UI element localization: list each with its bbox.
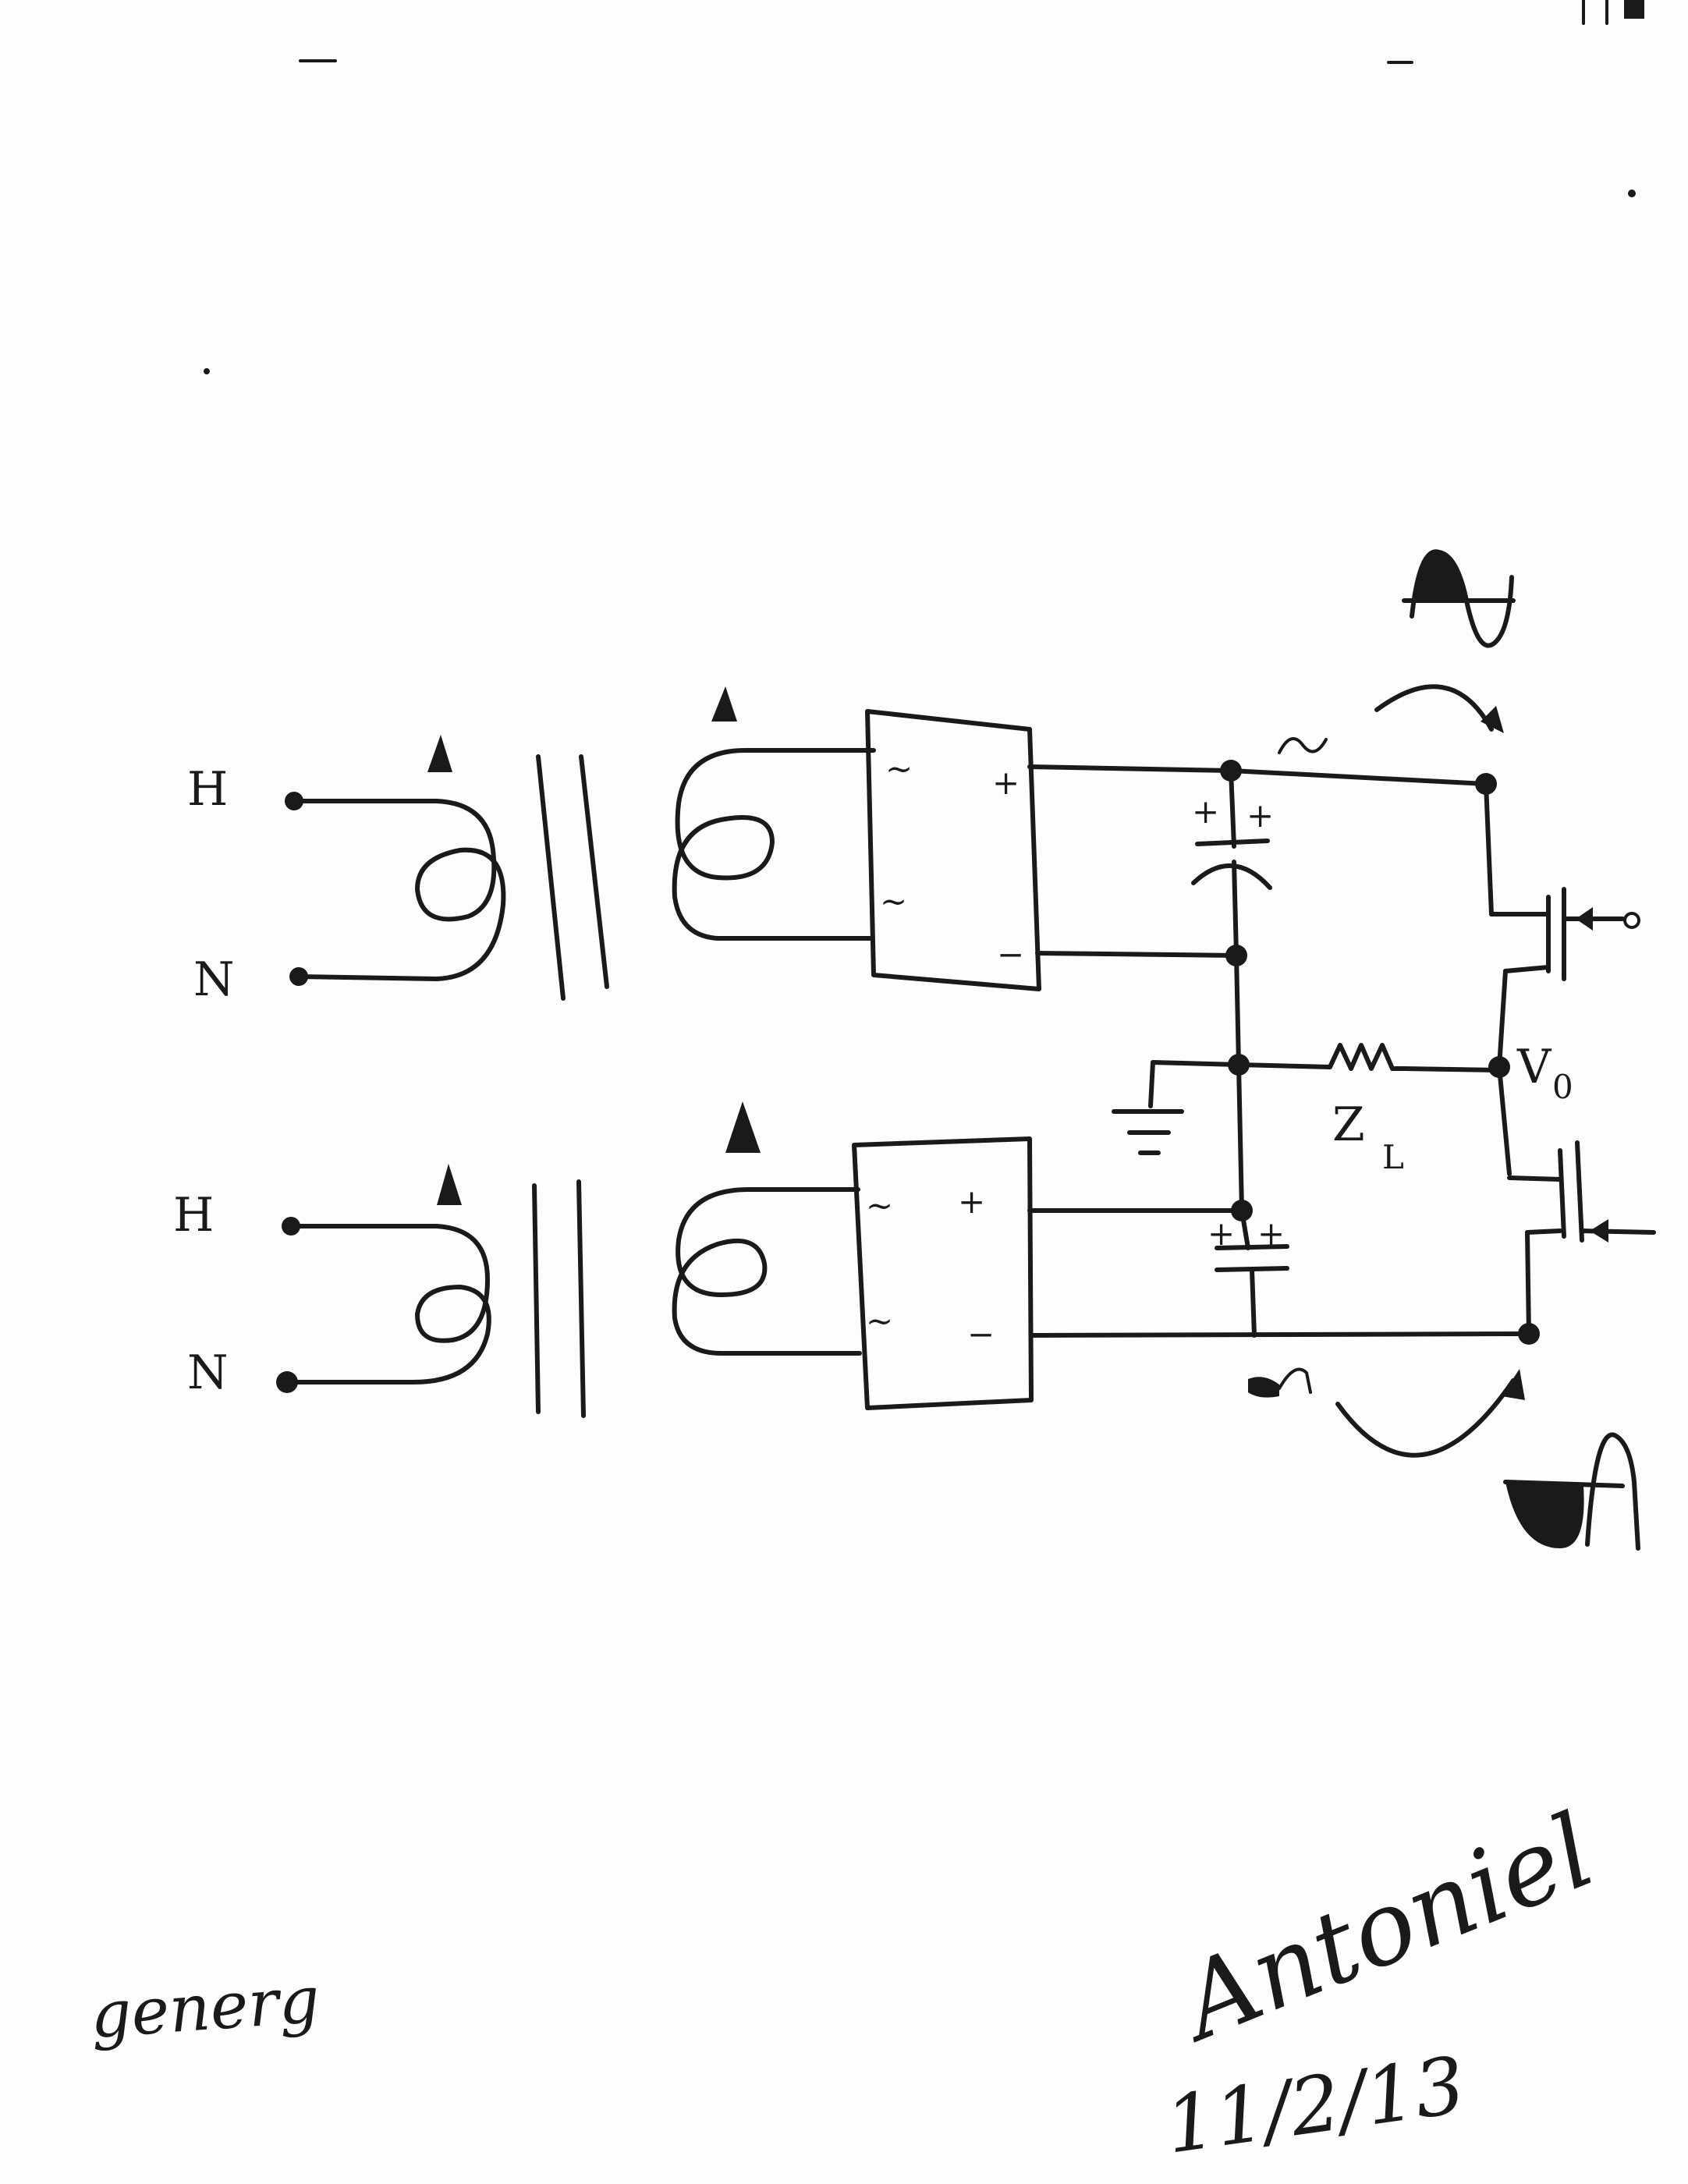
upper-cap-plus-b: +: [1246, 796, 1274, 835]
lower-secondary-winding: [672, 1187, 862, 1356]
lower-sine-icon: [1503, 1432, 1640, 1551]
upper-cap-plate-curved: [1191, 863, 1272, 890]
lower-switch-gate: [1575, 1140, 1584, 1243]
upper-primary-winding: [292, 799, 506, 981]
upper-bridge-minus: −: [997, 935, 1024, 973]
lower-switch-channel: [1558, 1148, 1566, 1239]
load-resistor: [1236, 1043, 1500, 1072]
upper-switch-gate-terminal: [1623, 912, 1640, 929]
upper-switch-to-output: [1497, 969, 1508, 1069]
upper-sine-icon: [1402, 549, 1516, 648]
upper-core-line-a: [536, 754, 566, 1001]
positive-bus-drop: [1484, 782, 1494, 916]
lower-negative-rail: [1029, 1331, 1531, 1338]
upper-cap-plate-flat: [1195, 838, 1270, 846]
lower-bridge-plus: +: [958, 1182, 985, 1221]
upper-bridge-plus: +: [992, 764, 1020, 802]
signature-block: generg Antoniel 11/2/13: [88, 1791, 1610, 2172]
upper-rail-sine-mark: [1278, 737, 1328, 754]
load-label-subscript: L: [1382, 1138, 1404, 1176]
output-label-subscript: 0: [1552, 1068, 1573, 1106]
load-label: Z: [1332, 1097, 1365, 1152]
date-signature: 11/2/13: [1160, 2039, 1470, 2172]
ground-drop: [1148, 1060, 1155, 1108]
author-signature: generg: [88, 1963, 322, 2053]
name-signature: Antoniel: [1158, 1791, 1609, 2065]
lower-switch-drain: [1507, 1175, 1562, 1182]
upper-switch-source: [1503, 965, 1551, 973]
lower-bridge-ac-in-top: ~: [866, 1186, 893, 1225]
scan-artifacts: [204, 0, 1644, 374]
positive-bus-to-switch: [1229, 768, 1488, 786]
lower-switch-gate-arrow: [1590, 1219, 1608, 1243]
lower-cap-lead-bottom: [1250, 1268, 1257, 1338]
upper-curved-arrow: [1374, 684, 1494, 732]
lower-h-label: H: [173, 1188, 214, 1243]
lower-curved-arrow-head: [1502, 1369, 1525, 1400]
negative-bus-node: [1518, 1323, 1540, 1345]
upper-secondary-dot-marker: [711, 686, 737, 722]
upper-curved-arrow-head: [1481, 706, 1504, 733]
common-ground-section: [1112, 953, 1250, 1213]
lower-cap-plate-a: [1215, 1244, 1289, 1250]
output-stage: [1229, 768, 1656, 1345]
lower-bridge-minus: −: [967, 1315, 995, 1353]
lower-sine-shaded-half: [1505, 1482, 1584, 1548]
upper-h-label: H: [187, 762, 228, 817]
lower-cap-plus-b: +: [1257, 1214, 1285, 1253]
upper-n-label: N: [193, 952, 235, 1007]
output-label: V: [1516, 1040, 1552, 1094]
lower-primary-winding: [285, 1224, 491, 1384]
upper-primary-dot-marker: [427, 735, 452, 772]
upper-bridge-ac-in-bottom: ~: [880, 882, 907, 920]
upper-negative-rail: [1035, 951, 1239, 958]
lower-rail-sine-tail: [1278, 1367, 1312, 1394]
upper-bridge-rectifier: [865, 709, 1041, 991]
ground-lead: [1151, 1060, 1241, 1067]
lower-core-line-a: [532, 1183, 541, 1414]
lower-core-line-b: [576, 1179, 586, 1418]
waveform-annotations: [1248, 549, 1640, 1551]
lower-secondary-dot-marker: [725, 1101, 761, 1153]
upper-core-line-b: [579, 754, 609, 989]
common-rail: [1234, 953, 1244, 1213]
lower-supply: H N ~ ~ + − + +: [173, 1101, 1531, 1418]
lower-rail-sine-mark: [1248, 1377, 1279, 1398]
lower-cap-lead-top: [1239, 1208, 1250, 1250]
lower-cap-plus-a: +: [1207, 1214, 1235, 1253]
upper-secondary-winding: [672, 747, 876, 941]
upper-bridge-ac-in-top: ~: [885, 750, 913, 788]
upper-supply: H N ~ ~ + − + +: [187, 686, 1274, 1007]
lower-switch-source: [1525, 1228, 1562, 1235]
lower-curved-arrow: [1335, 1378, 1516, 1458]
upper-positive-rail: [1027, 764, 1233, 773]
lower-bridge-ac-in-bottom: ~: [866, 1302, 893, 1340]
upper-cap-plus-a: +: [1192, 792, 1219, 831]
upper-cap-lead-bottom: [1232, 860, 1239, 958]
lower-bridge-rectifier: [852, 1136, 1034, 1410]
load-section: Z L V 0: [1236, 1040, 1573, 1176]
upper-cap-lead-top: [1229, 768, 1236, 849]
upper-switch-gate-arrow: [1576, 907, 1593, 931]
lower-n-label: N: [187, 1346, 229, 1400]
lower-switch-to-negative-bus: [1525, 1230, 1531, 1336]
output-to-lower-switch: [1497, 1065, 1512, 1176]
lower-primary-dot-marker: [437, 1164, 462, 1205]
